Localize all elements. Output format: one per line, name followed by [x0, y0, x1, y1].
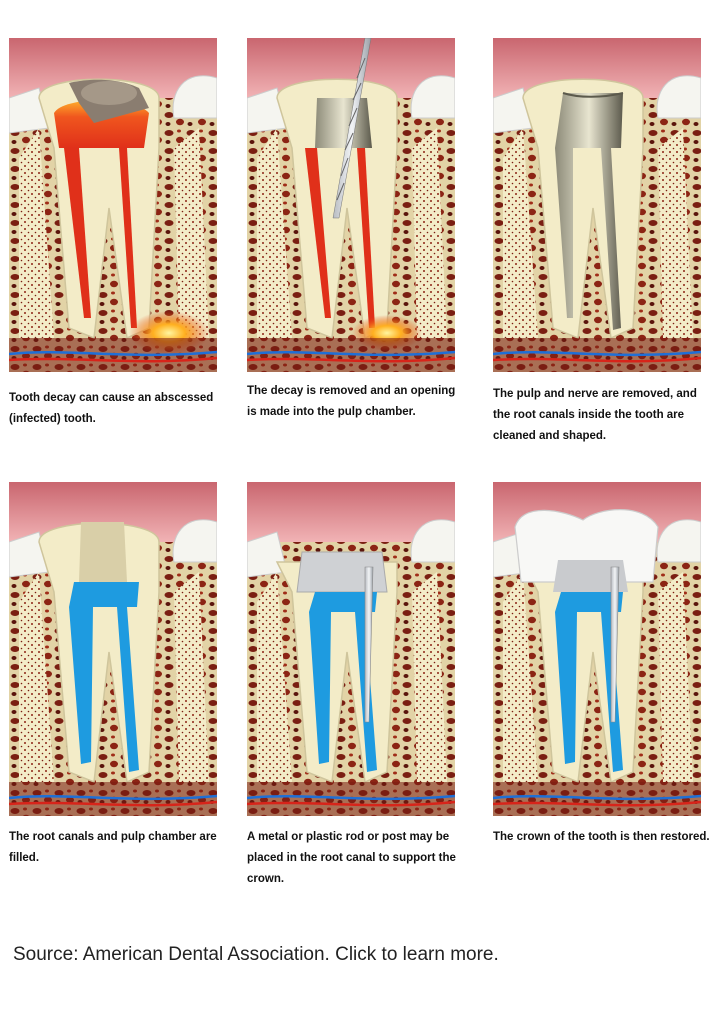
- step-3-illustration: [493, 38, 701, 372]
- step-4-caption: The root canals and pulp chamber are fil…: [9, 831, 217, 864]
- source-link[interactable]: Source: American Dental Association. Cli…: [13, 944, 499, 965]
- step-6-caption: The crown of the tooth is then restored.: [493, 831, 710, 843]
- step-1-illustration: [9, 38, 217, 372]
- step-4-illustration: [9, 482, 217, 816]
- step-5-caption: A metal or plastic rod or post may be pl…: [247, 831, 456, 885]
- step-2-illustration: [247, 38, 455, 372]
- step-2-caption: The decay is removed and an opening is m…: [247, 385, 456, 418]
- step-1-caption: Tooth decay can cause an abscessed (infe…: [9, 392, 214, 425]
- step-5-illustration: [247, 482, 455, 816]
- step-3-caption: The pulp and nerve are removed, and the …: [493, 388, 697, 442]
- step-6-illustration: [493, 482, 701, 816]
